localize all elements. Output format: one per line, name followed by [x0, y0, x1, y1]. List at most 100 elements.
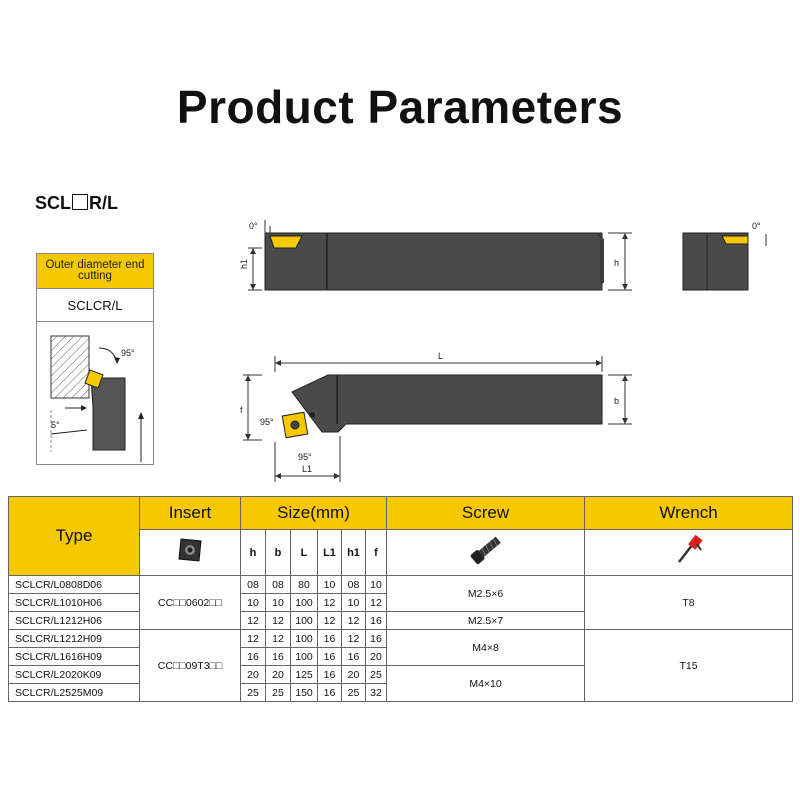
L1-label: L1	[302, 464, 312, 474]
shank-end	[682, 232, 749, 291]
size-cell: 12	[317, 593, 342, 612]
size-cell: 150	[290, 683, 318, 702]
size-col-b: b	[265, 529, 291, 576]
page-title: Product Parameters	[176, 81, 624, 133]
angle-95-bottom: 95°	[298, 452, 312, 462]
application-diagram: 95° 5°	[50, 335, 144, 462]
size-cell: 12	[265, 611, 291, 630]
L-label: L	[438, 351, 443, 361]
technical-drawing: 0° h1 h 0° L f	[239, 220, 767, 482]
size-cell: 16	[265, 647, 291, 666]
angle-left-label: 0°	[249, 221, 258, 231]
table-row: SCLCR/L2525M09 25 25 150 16 25 32	[8, 683, 793, 702]
size-cell: 20	[265, 665, 291, 684]
h-label: h	[614, 258, 619, 268]
card-angle-side: 5°	[51, 420, 60, 430]
shank-plan	[291, 374, 603, 433]
type-cell: SCLCR/L2525M09	[8, 683, 140, 702]
size-cell: 10	[240, 593, 266, 612]
size-cell: 08	[265, 575, 291, 594]
size-cell: 12	[364, 593, 388, 612]
size-cell: 12	[240, 611, 266, 630]
screw-icon-cell	[386, 529, 586, 576]
size-cell: 16	[364, 629, 388, 648]
tool-shape	[90, 377, 126, 451]
size-cell: 25	[240, 683, 266, 702]
size-cell: 16	[317, 665, 342, 684]
torx-screw-icon	[470, 536, 501, 565]
size-cell: 08	[240, 575, 266, 594]
size-cell: 12	[341, 611, 366, 630]
size-cell: 16	[364, 611, 388, 630]
size-cell: 100	[290, 593, 318, 612]
insert-side	[269, 235, 303, 249]
size-cell: 16	[317, 629, 342, 648]
wrench-cell: T15	[584, 629, 794, 702]
size-cell: 12	[317, 611, 342, 630]
size-cell: 25	[265, 683, 291, 702]
size-cell: 16	[341, 647, 366, 666]
insert-shape	[84, 369, 104, 389]
table-row: SCLCR/L1010H06 10 10 100 12 10 12	[8, 593, 793, 612]
size-cell: 10	[317, 575, 342, 594]
type-cell: SCLCR/L1212H09	[8, 629, 140, 648]
torx-wrench-icon	[677, 534, 703, 563]
size-cell: 16	[240, 647, 266, 666]
application-card: Outer diameter end cutting SCLCR/L 95° 5…	[36, 253, 154, 465]
wrench-cell: T8	[584, 575, 794, 630]
type-cell: SCLCR/L2020K09	[8, 665, 140, 684]
screw-header: Screw	[386, 496, 586, 530]
size-col-L1: L1	[317, 529, 342, 576]
shank-side	[264, 232, 603, 291]
table-row: SCLCR/L2020K09 20 20 125 16 20 25 M4×10	[8, 665, 793, 702]
placeholder-box-icon	[72, 194, 88, 210]
b-label: b	[614, 396, 619, 406]
size-cell: 125	[290, 665, 318, 684]
insert-icon-cell	[139, 529, 241, 576]
size-cell: 16	[317, 683, 342, 702]
size-cell: 10	[341, 593, 366, 612]
size-cell: 32	[364, 683, 388, 702]
size-cell: 100	[290, 611, 318, 630]
size-cell: 25	[341, 683, 366, 702]
size-cell: 25	[364, 665, 388, 684]
size-cell: 12	[240, 629, 266, 648]
end-view: 0°	[682, 221, 767, 291]
size-cell: 16	[317, 647, 342, 666]
angle-right-label: 0°	[752, 221, 761, 231]
size-col-h1: h1	[341, 529, 366, 576]
screw-cell: M2.5×7	[386, 611, 586, 630]
f-label: f	[240, 405, 243, 415]
size-cell: 20	[364, 647, 388, 666]
type-cell: SCLCR/L0808D06	[8, 575, 140, 594]
square-insert-icon	[178, 538, 202, 562]
type-cell: SCLCR/L1010H06	[8, 593, 140, 612]
card-header: Outer diameter end cutting	[37, 254, 153, 289]
screw-cell: M2.5×6	[386, 575, 586, 612]
screw-cell: M4×10	[386, 665, 586, 702]
size-cell: 12	[341, 629, 366, 648]
size-cell: 12	[265, 629, 291, 648]
insert-cell: CC□□09T3□□	[139, 629, 241, 702]
size-header: Size(mm)	[239, 496, 388, 530]
table-row: SCLCR/L1212H09 CC□□09T3□□ 12 12 100 16 1…	[8, 629, 794, 702]
wrench-header: Wrench	[584, 496, 794, 530]
workpiece-shape	[50, 335, 90, 399]
size-col-f: f	[364, 529, 388, 576]
size-cell: 10	[364, 575, 388, 594]
size-cell: 20	[240, 665, 266, 684]
type-header: Type	[8, 496, 140, 576]
size-cell: 20	[341, 665, 366, 684]
size-cell: 100	[290, 629, 318, 648]
angle-95-left: 95°	[260, 417, 274, 427]
table-row: SCLCR/L0808D06 CC□□0602□□ 08 08 80 10 08…	[8, 575, 794, 630]
size-cell: 100	[290, 647, 318, 666]
size-col-L: L	[290, 529, 318, 576]
side-view: 0° h1 h	[239, 220, 632, 291]
h1-label: h1	[239, 259, 249, 269]
size-cell: 80	[290, 575, 318, 594]
type-cell: SCLCR/L1616H09	[8, 647, 140, 666]
type-cell: SCLCR/L1212H06	[8, 611, 140, 630]
plan-view: L f b 95° 95° L1	[240, 351, 632, 482]
